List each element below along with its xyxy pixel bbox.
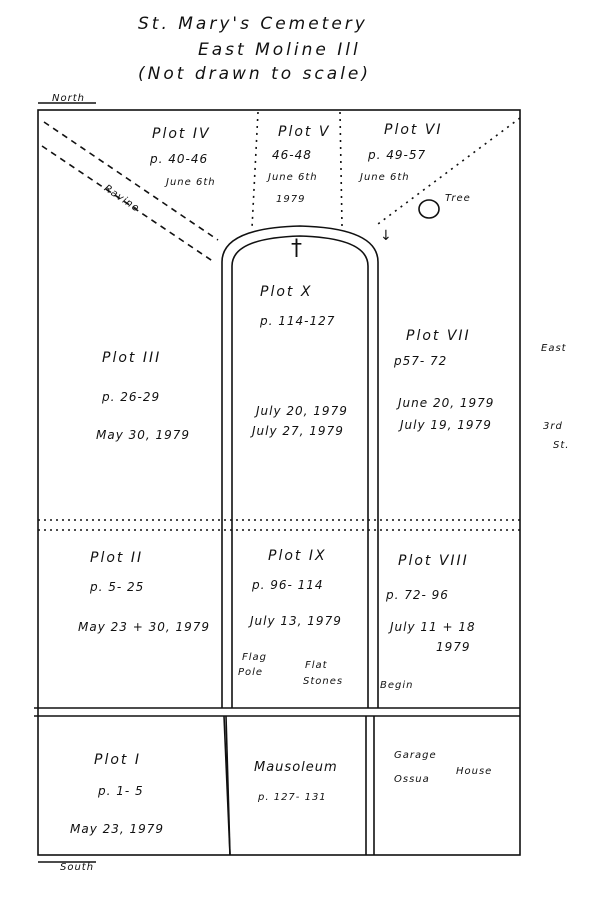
plot-3-label: Plot III: [102, 350, 162, 366]
flag-pole-label-1: Flag: [242, 652, 268, 663]
flat-stones-label-1: Flat: [305, 660, 328, 671]
south-label: South: [60, 862, 95, 873]
plot-7-pages: p57- 72: [394, 354, 448, 368]
plot-2-label: Plot II: [90, 550, 144, 566]
plot-8-pages: p. 72- 96: [386, 588, 449, 602]
map-subtitle: East Moline Ill: [198, 40, 361, 60]
street-label-2: St.: [553, 440, 570, 451]
ravine-line-1: [43, 121, 219, 241]
divider-plot5-plot6: [339, 111, 343, 227]
central-lane-inner: [231, 235, 369, 708]
plot-10-label: Plot X: [260, 284, 313, 300]
arrow-down-icon: ↓: [380, 228, 393, 244]
divider-plot1-mausoleum: [225, 715, 231, 856]
divider-plot6-east: [377, 117, 521, 225]
house-label: House: [456, 766, 493, 777]
plot-1-pages: p. 1- 5: [98, 784, 144, 798]
north-label: North: [52, 93, 85, 104]
central-lane-outer: [221, 225, 379, 708]
mausoleum-pages: p. 127- 131: [258, 792, 327, 803]
plot-10-date-1: July 20, 1979: [256, 404, 348, 418]
tree-label: Tree: [445, 193, 471, 204]
plot-8-date: July 11 + 18: [390, 620, 476, 634]
plot-4-label: Plot IV: [152, 126, 211, 142]
plot-1-date: May 23, 1979: [70, 822, 165, 836]
plot-4-date: June 6th: [166, 177, 216, 188]
scale-note: (Not drawn to scale): [138, 64, 372, 84]
plot-7-date-1: June 20, 1979: [398, 396, 495, 410]
plot-6-label: Plot VI: [384, 122, 443, 138]
plot-9-label: Plot IX: [268, 548, 327, 564]
plot-5-pages: 46-48: [272, 148, 312, 162]
flag-pole-label-2: Pole: [238, 667, 264, 678]
plot-3-date: May 30, 1979: [96, 428, 191, 442]
plot-5-date: June 6th: [268, 172, 318, 183]
map-title: St. Mary's Cemetery: [138, 14, 368, 34]
plot-10-date-2: July 27, 1979: [252, 424, 344, 438]
plot-8-year: 1979: [436, 640, 471, 654]
east-label: East: [541, 343, 567, 354]
mausoleum-label: Mausoleum: [254, 760, 338, 775]
ravine-line-2: [41, 145, 215, 263]
plot-1-label: Plot I: [94, 752, 141, 768]
garage-label: Garage: [394, 750, 437, 761]
plot-4-pages: p. 40-46: [150, 152, 209, 166]
plot-5-year: 1979: [276, 194, 306, 205]
tree-symbol: [418, 199, 440, 219]
begin-label: Begin: [380, 680, 414, 691]
plot-7-label: Plot VII: [406, 328, 471, 344]
street-label-1: 3rd: [543, 421, 563, 432]
ossua-label: Ossua: [394, 774, 430, 785]
cross-icon: †: [291, 236, 303, 261]
plot-5-label: Plot V: [278, 124, 331, 140]
plot-8-label: Plot VIII: [398, 553, 469, 569]
plot-10-pages: p. 114-127: [260, 314, 336, 328]
plot-7-date-2: July 19, 1979: [400, 418, 492, 432]
plot-2-date: May 23 + 30, 1979: [78, 620, 211, 634]
plot-6-date: June 6th: [360, 172, 410, 183]
divider-plot4-plot5: [251, 111, 259, 229]
flat-stones-label-2: Stones: [303, 676, 344, 687]
plot-9-pages: p. 96- 114: [252, 578, 324, 592]
cemetery-boundary: [37, 109, 521, 856]
plot-3-pages: p. 26-29: [102, 390, 161, 404]
plot-6-pages: p. 49-57: [368, 148, 427, 162]
plot-9-date: July 13, 1979: [250, 614, 342, 628]
plot-2-pages: p. 5- 25: [90, 580, 145, 594]
